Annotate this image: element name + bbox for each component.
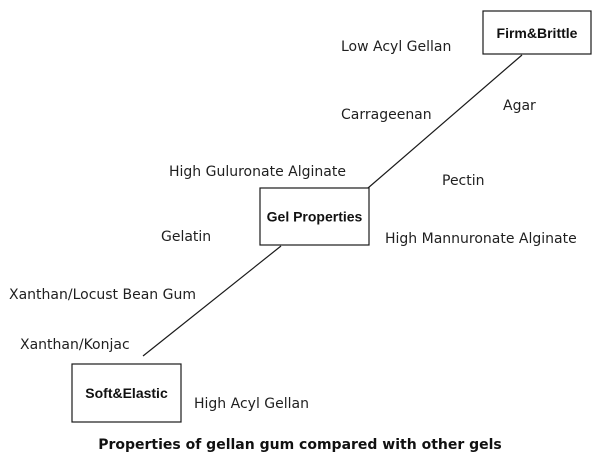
label-agar: Agar [503, 98, 536, 114]
firm-brittle-box: Firm&Brittle [482, 10, 592, 55]
gel-properties-label: Gel Properties [267, 209, 363, 225]
lower-connector-line [142, 245, 282, 357]
soft-elastic-label: Soft&Elastic [85, 385, 168, 401]
firm-brittle-label: Firm&Brittle [497, 25, 578, 41]
soft-elastic-box: Soft&Elastic [71, 363, 182, 423]
label-xanthan-konjac: Xanthan/Konjac [20, 337, 130, 353]
label-gelatin: Gelatin [161, 229, 211, 245]
gel-properties-box: Gel Properties [259, 187, 370, 246]
label-high-guluronate-alginate: High Guluronate Alginate [169, 164, 346, 180]
label-carrageenan: Carrageenan [341, 107, 432, 123]
label-high-acyl-gellan: High Acyl Gellan [194, 396, 309, 412]
label-high-mannuronate-alginate: High Mannuronate Alginate [385, 231, 577, 247]
upper-connector-line [367, 54, 523, 189]
label-xanthan-locust-bean-gum: Xanthan/Locust Bean Gum [9, 287, 196, 303]
figure-caption: Properties of gellan gum compared with o… [98, 437, 502, 453]
label-pectin: Pectin [442, 173, 485, 189]
label-low-acyl-gellan: Low Acyl Gellan [341, 39, 451, 55]
